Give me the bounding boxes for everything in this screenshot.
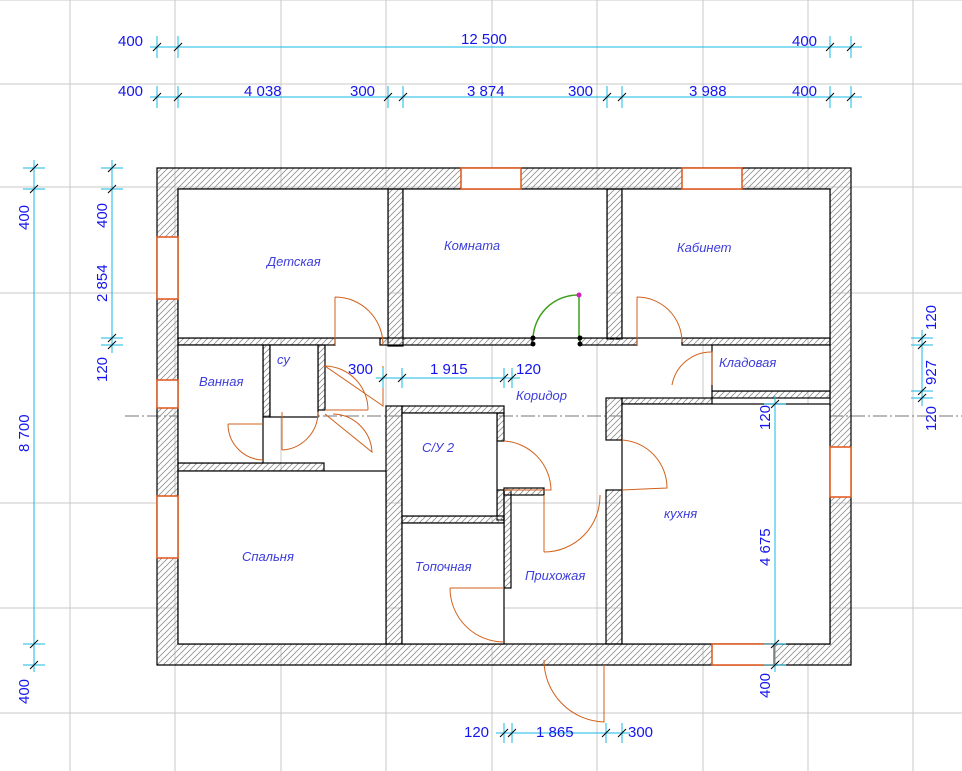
- selection-handle[interactable]: [577, 341, 583, 347]
- selected-door[interactable]: [530, 292, 583, 347]
- door-vannaya[interactable]: [227, 423, 264, 461]
- dim-corridor-seg3: 120: [516, 361, 541, 378]
- room-label-komnata[interactable]: Комната: [444, 238, 500, 253]
- door-su-2[interactable]: [324, 413, 373, 454]
- dim-right-seg2: 120: [923, 406, 940, 431]
- wall-hall-stub[interactable]: [503, 487, 545, 496]
- dim-bottom-right: 300: [628, 724, 653, 741]
- wall-kabinet-bottom[interactable]: [681, 337, 831, 346]
- wall-corridor-bottom[interactable]: [401, 405, 505, 414]
- room-label-kabinet[interactable]: Кабинет: [677, 240, 732, 255]
- doors[interactable]: [227, 296, 713, 723]
- room-label-kukhnya[interactable]: кухня: [664, 506, 697, 521]
- dim-kitchen-bottom: 400: [757, 673, 774, 698]
- wall-kitchen-top[interactable]: [621, 397, 713, 405]
- room-label-su[interactable]: су: [277, 352, 291, 367]
- selection-handle[interactable]: [530, 341, 536, 347]
- dim-right-top: 120: [923, 305, 940, 330]
- room-label-vannaya[interactable]: Ванная: [199, 374, 243, 389]
- dim-top-overall-right: 400: [792, 33, 817, 50]
- wall-kitchen-left[interactable]: [605, 397, 623, 441]
- dim-right-seg1: 927: [923, 360, 940, 385]
- dim-left-outer-total: 8 700: [16, 414, 33, 452]
- dim-top-chain-gap2: 300: [568, 83, 593, 100]
- dim-left-outer-top: 400: [16, 205, 33, 230]
- wall-upper-horizontal-right[interactable]: [579, 337, 638, 346]
- wall-kitchen-left-lower[interactable]: [605, 489, 623, 645]
- wall-spalnya-right[interactable]: [385, 405, 403, 645]
- room-label-spalnya[interactable]: Спальня: [242, 549, 294, 564]
- room-label-kladovaya[interactable]: Кладовая: [719, 355, 776, 370]
- wall-topochnaya-right[interactable]: [503, 489, 512, 589]
- dim-top-chain-seg3: 3 988: [689, 83, 727, 100]
- room-interiors: [177, 188, 831, 645]
- dim-top-chain-right: 400: [792, 83, 817, 100]
- door-su2[interactable]: [503, 440, 552, 491]
- wall-su2-right[interactable]: [496, 412, 505, 442]
- dim-top-overall-total: 12 500: [461, 31, 507, 48]
- dim-top-chain-seg1: 4 038: [244, 83, 282, 100]
- dim-top-chain-seg2: 3 874: [467, 83, 505, 100]
- dim-kitchen-top: 120: [757, 405, 774, 430]
- window-kabinet[interactable]: [681, 167, 743, 190]
- door-detskaya[interactable]: [334, 296, 384, 346]
- room-labels: Детская Комната Кабинет су Ванная Кладов…: [199, 238, 776, 583]
- dim-top-overall-left: 400: [118, 33, 143, 50]
- wall-upper-horizontal-left[interactable]: [177, 337, 336, 346]
- dimension-labels: 400 12 500 400 400 4 038 300 3 874 300 3…: [16, 31, 940, 741]
- dim-bottom-left: 120: [464, 724, 489, 741]
- window-kitchen-bottom[interactable]: [711, 643, 775, 666]
- window-detskaya[interactable]: [156, 236, 179, 300]
- door-corridor-left[interactable]: [323, 365, 384, 411]
- window-spalnya[interactable]: [156, 495, 179, 559]
- door-kitchen[interactable]: [621, 439, 668, 491]
- wall-detskaya-komnata[interactable]: [387, 188, 404, 347]
- door-su[interactable]: [281, 411, 319, 451]
- dim-top-chain-gap1: 300: [350, 83, 375, 100]
- dim-top-chain-left: 400: [118, 83, 143, 100]
- selection-handle[interactable]: [577, 335, 583, 341]
- windows[interactable]: [156, 167, 852, 666]
- selection-node[interactable]: [576, 292, 582, 298]
- door-topochnaya[interactable]: [449, 587, 505, 643]
- wall-su2-bottom[interactable]: [401, 515, 505, 524]
- window-komnata[interactable]: [460, 167, 522, 190]
- dim-left-inner-top: 400: [94, 203, 111, 228]
- room-label-topochnaya[interactable]: Топочная: [415, 559, 472, 574]
- wall-vannaya-su[interactable]: [262, 344, 271, 418]
- dim-kitchen-height: 4 675: [757, 528, 774, 566]
- dim-left-outer-bottom: 400: [16, 679, 33, 704]
- wall-komnata-kabinet[interactable]: [606, 188, 623, 340]
- selection-handle[interactable]: [530, 335, 536, 341]
- dim-bottom-seg: 1 865: [536, 724, 574, 741]
- door-prikhozhaya[interactable]: [543, 494, 601, 553]
- wall-kladovaya-bottom[interactable]: [711, 390, 831, 399]
- dimension-ticks: [29, 42, 927, 738]
- window-vannaya[interactable]: [156, 379, 179, 409]
- wall-su-right[interactable]: [317, 344, 326, 411]
- dim-left-inner-seg2: 120: [94, 357, 111, 382]
- door-kabinet[interactable]: [636, 296, 683, 345]
- window-kitchen-right[interactable]: [829, 446, 852, 498]
- dim-corridor-seg1: 300: [348, 361, 373, 378]
- room-label-koridor[interactable]: Коридор: [516, 388, 567, 403]
- dim-left-inner-seg1: 2 854: [94, 264, 111, 302]
- door-kladovaya[interactable]: [671, 351, 713, 386]
- door-entrance[interactable]: [543, 659, 605, 723]
- room-label-detskaya[interactable]: Детская: [265, 254, 321, 269]
- room-label-su2[interactable]: С/У 2: [422, 440, 455, 455]
- room-label-prikhozhaya[interactable]: Прихожая: [525, 568, 585, 583]
- dim-corridor-seg2: 1 915: [430, 361, 468, 378]
- wall-upper-horizontal-mid[interactable]: [379, 337, 533, 346]
- wall-vannaya-bottom[interactable]: [177, 462, 325, 472]
